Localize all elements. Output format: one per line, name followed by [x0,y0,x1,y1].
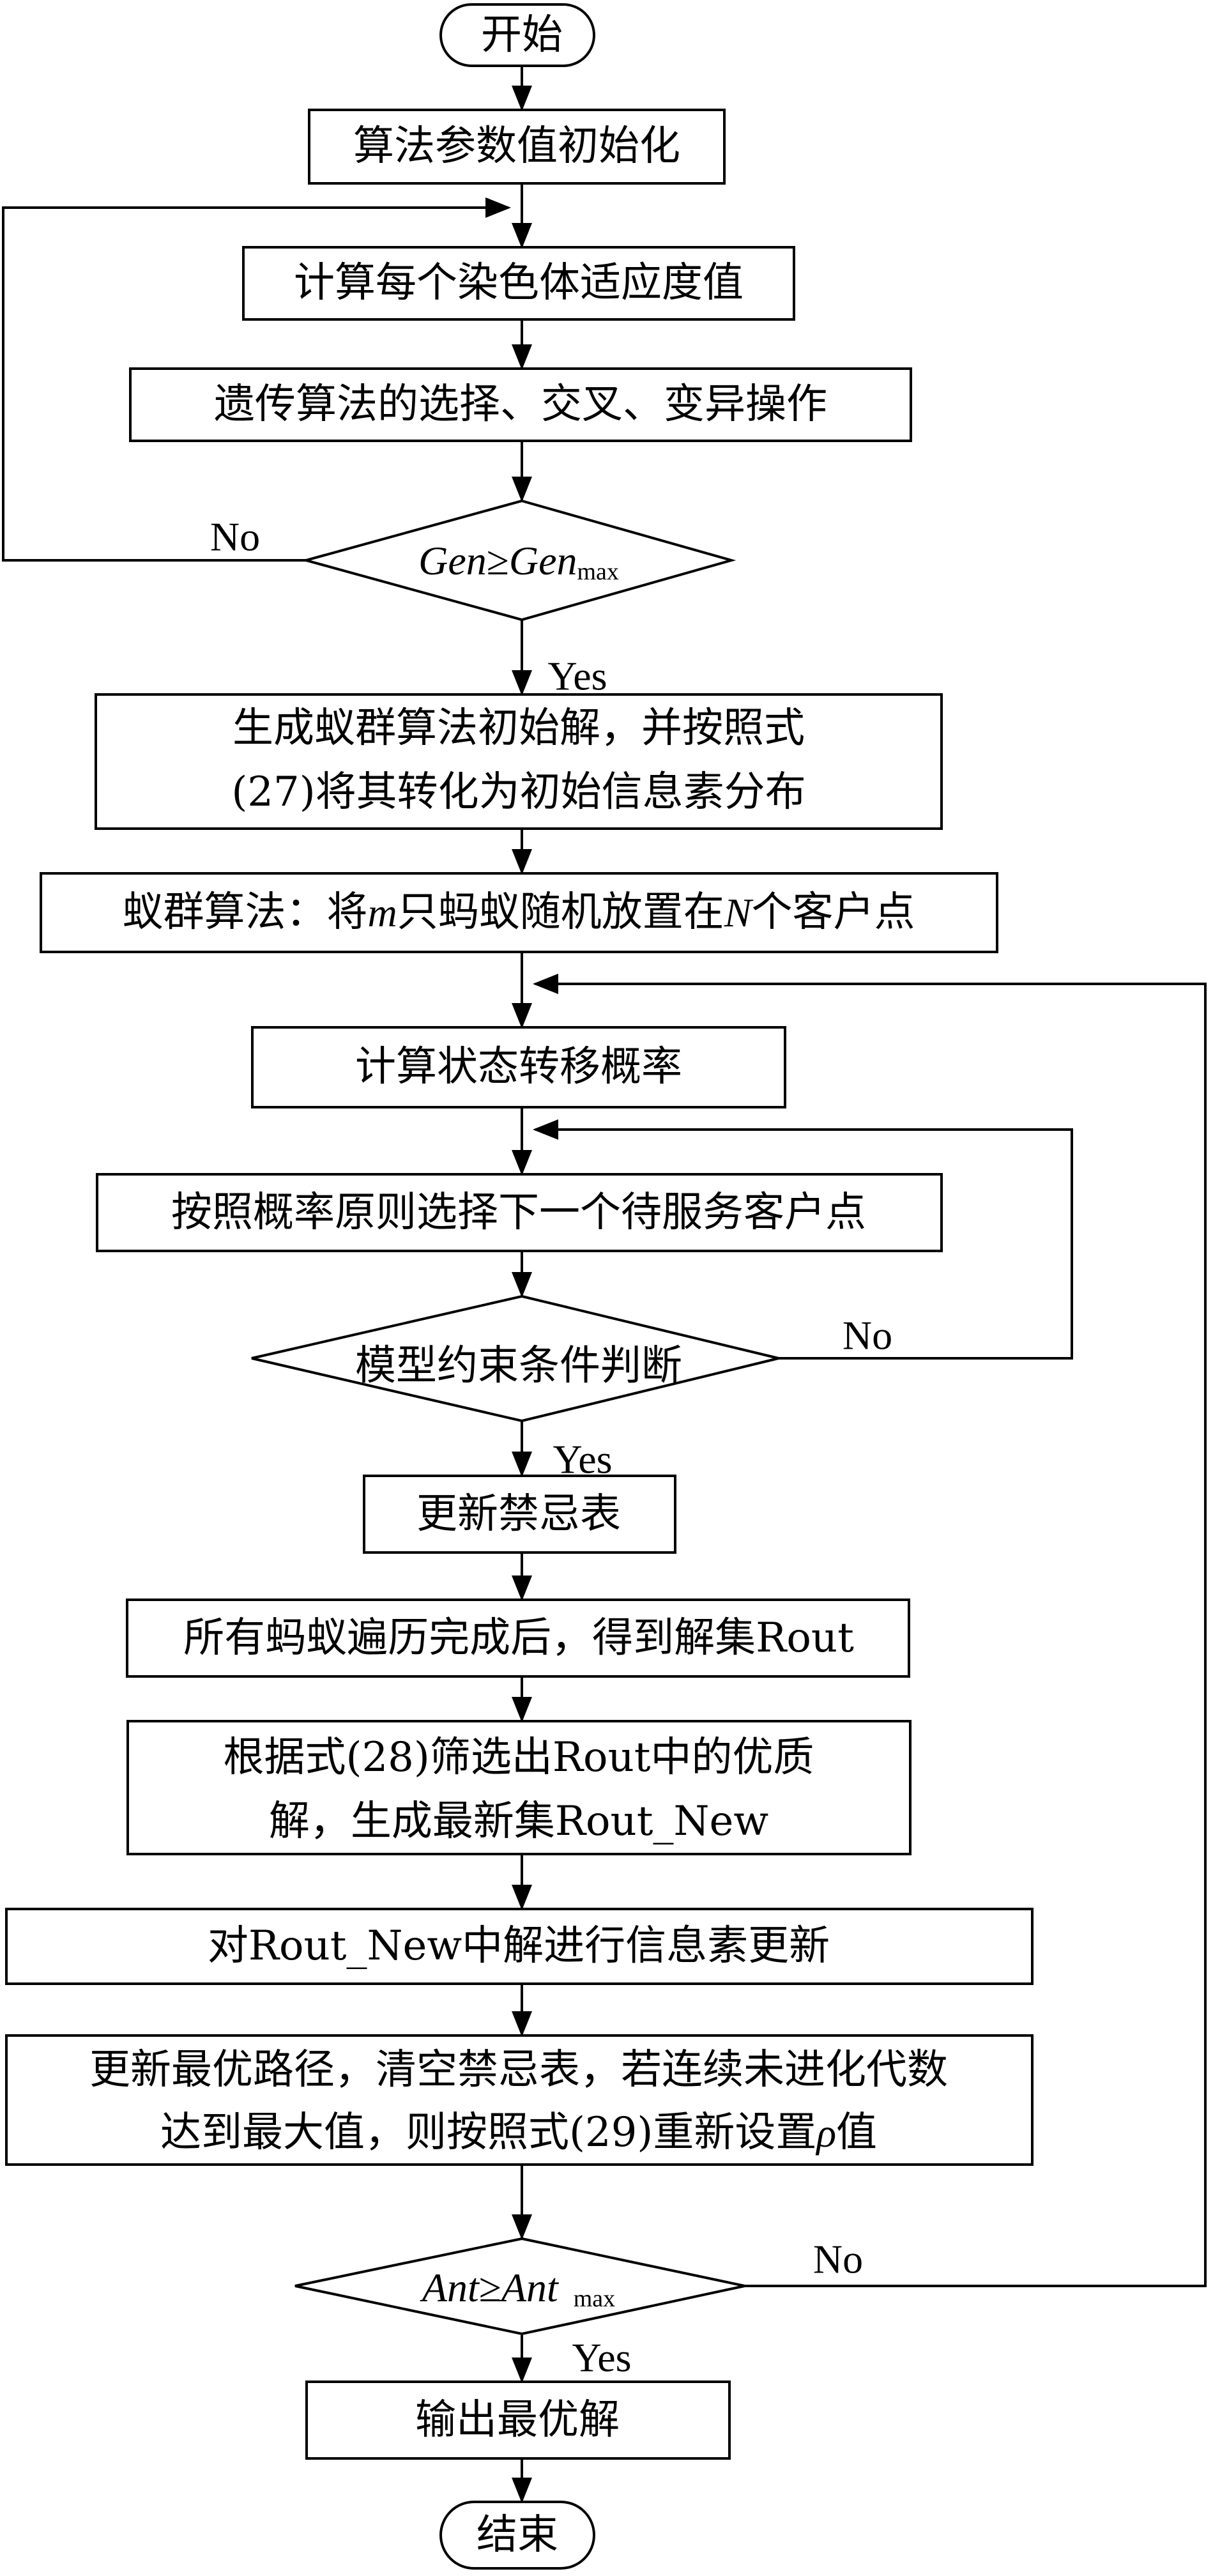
step-update-tabu [363,1475,676,1554]
end-label: 结束 [477,2511,558,2559]
connectors [2,66,1207,2503]
decision-constraint-check [251,1294,779,1423]
ant-no-label: No [813,2237,863,2282]
nodes [5,3,1034,2570]
loop-gen-no [2,197,511,562]
solution-set-label: 所有蚂蚁遍历完成后，得到解集Rout [183,1614,854,1662]
gen-yes-label: Yes [547,654,607,699]
step-output-best [305,2380,731,2460]
gen-check-label: Gen≥Genmax [418,538,619,586]
output-best-label: 输出最优解 [415,2396,620,2444]
step-place-ants [40,872,998,953]
step-init-params [308,109,726,185]
select-next-label: 按照概率原则选择下一个待服务客户点 [171,1189,866,1236]
update-tabu-label: 更新禁忌表 [416,1491,621,1538]
place-ants-label: 蚁群算法：将m只蚂蚁随机放置在N个客户点 [123,889,915,936]
labels: 开始 算法参数值初始化 计算每个染色体适应度值 遗传算法的选择、交叉、变异操作 … [89,12,948,2559]
end-terminator [439,2501,595,2570]
step-aco-init [95,693,943,830]
step-select-next [96,1173,943,1252]
step-solution-set [126,1598,910,1678]
aco-init-line2: (27)将其转化为初始信息素分布 [231,769,805,816]
decision-ant-check [294,2237,745,2336]
step-transition-prob [251,1026,786,1108]
decision-gen-check [301,499,736,622]
fitness-label: 计算每个染色体适应度值 [294,259,744,307]
step-update-best [5,2034,1034,2166]
loop-ant-no [533,974,1207,2287]
ant-yes-label: Yes [572,2335,631,2380]
pheromone-update-label: 对Rout_New中解进行信息素更新 [208,1922,830,1970]
constraint-check-label: 模型约束条件判断 [355,1342,682,1390]
step-fitness [242,246,795,321]
init-params-label: 算法参数值初始化 [353,123,680,170]
start-terminator [439,3,595,67]
update-best-line2: 达到最大值，则按照式(29)重新设置ρ值 [160,2109,877,2156]
constraint-yes-label: Yes [553,1437,612,1482]
start-label: 开始 [481,12,563,59]
step-ga-ops [129,367,912,442]
transition-prob-label: 计算状态转移概率 [355,1043,682,1091]
filter-line1: 根据式(28)筛选出Rout中的优质 [223,1734,814,1781]
step-filter [126,1720,912,1855]
loop-constraint-no [533,1119,1073,1360]
gen-no-label: No [210,514,260,560]
step-pheromone-update [5,1908,1034,1985]
ga-ops-label: 遗传算法的选择、交叉、变异操作 [214,381,827,428]
aco-init-line1: 生成蚁群算法初始解，并按照式 [233,705,805,752]
filter-line2: 解，生成最新集Rout_New [269,1798,768,1845]
update-best-line1: 更新最优路径，清空禁忌表，若连续未进化代数 [89,2046,948,2094]
constraint-no-label: No [843,1313,892,1358]
